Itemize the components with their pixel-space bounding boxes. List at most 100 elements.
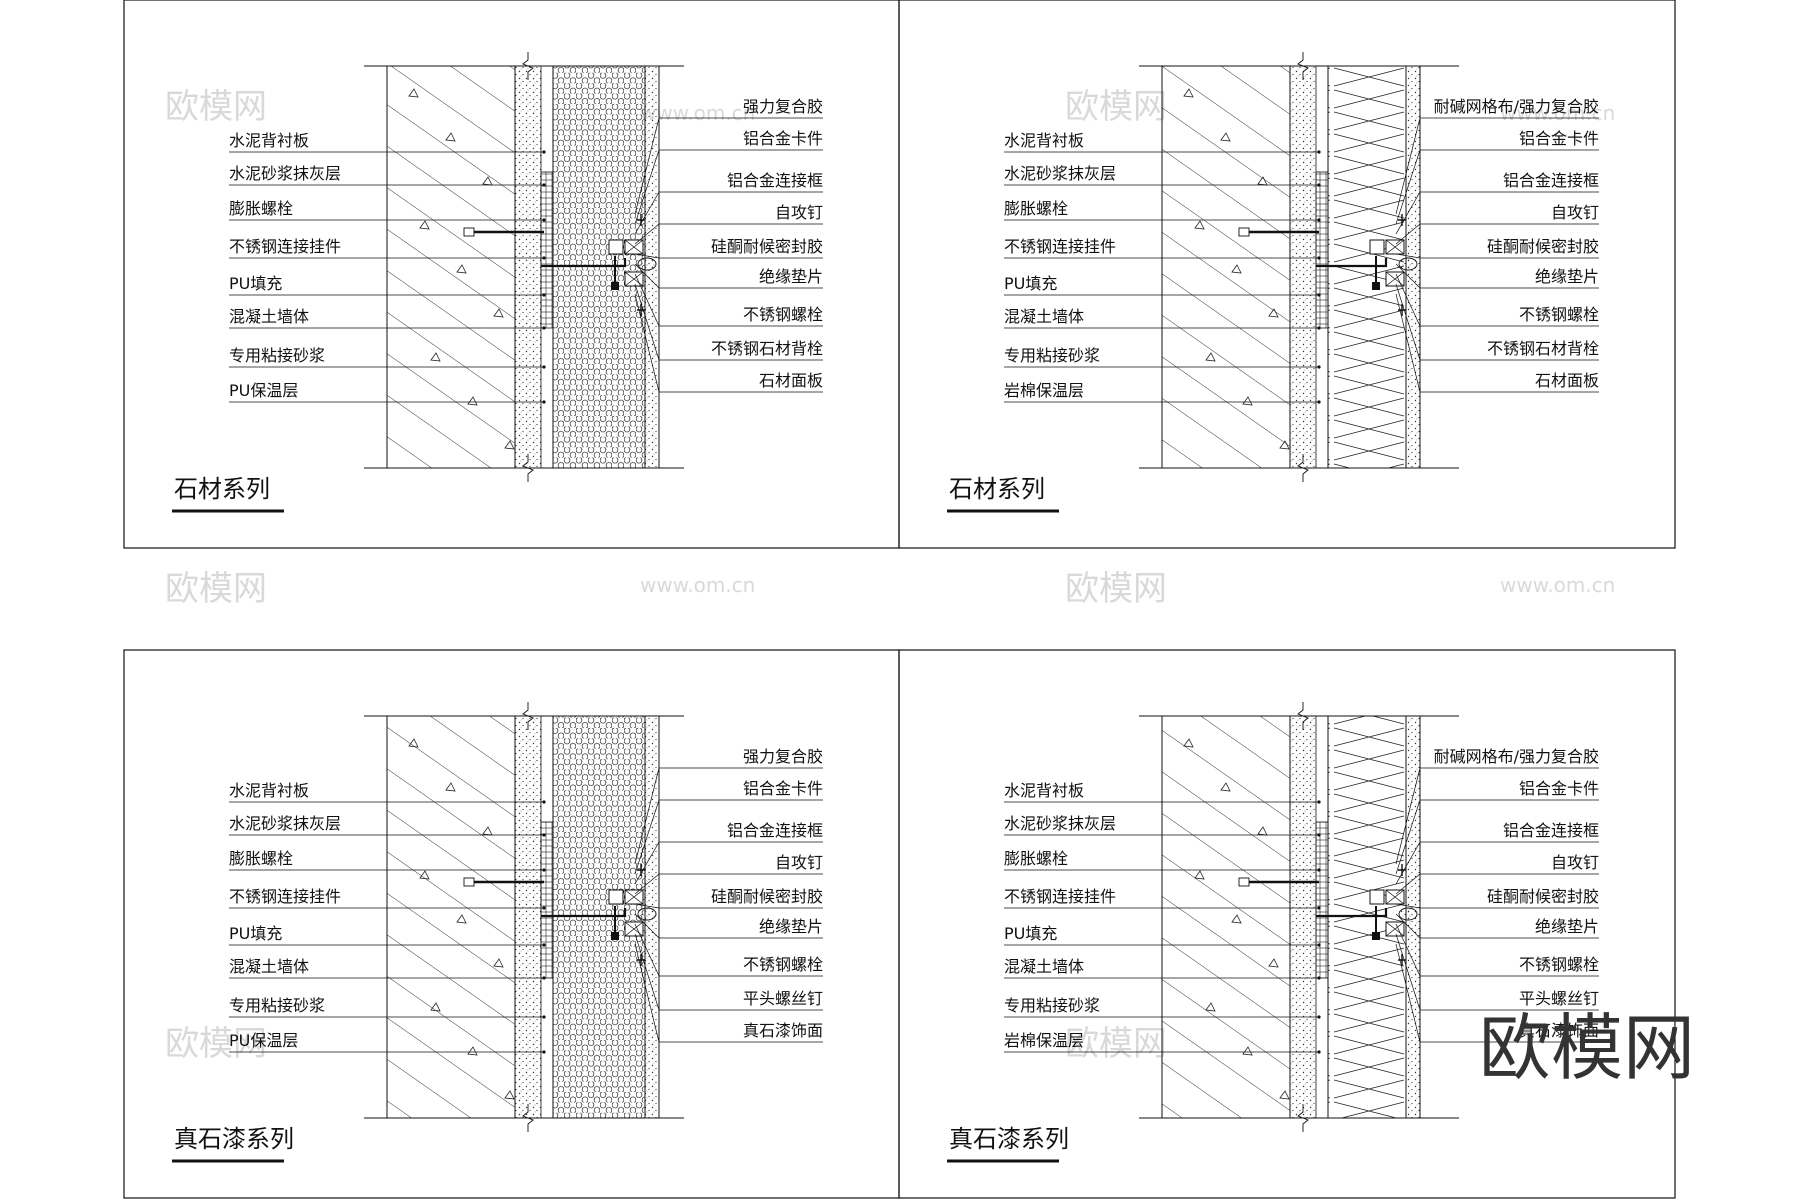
right-label: 硅酮耐候密封胶	[711, 237, 823, 256]
left-label: PU填充	[229, 924, 282, 943]
sealant-bead	[1398, 257, 1418, 271]
right-leader-tail	[1395, 223, 1421, 245]
back-bolt	[637, 954, 645, 966]
leader-dot	[542, 800, 546, 804]
watermark-logo-text: 欧模网	[1065, 87, 1167, 127]
logo-watermark-text: 欧模网	[1479, 1006, 1695, 1090]
leader-dot	[542, 256, 546, 260]
back-bolt	[637, 304, 645, 316]
left-label: PU填充	[1004, 924, 1057, 943]
cement-backing-strip	[540, 171, 554, 329]
watermark-logo-text: 欧模网	[1065, 569, 1167, 609]
right-leader-tail	[1395, 903, 1421, 909]
right-leader-tail	[634, 841, 660, 885]
watermark-url-text: www.om.cn	[1500, 573, 1615, 597]
cement-backing-strip	[540, 821, 554, 979]
right-label: 硅酮耐候密封胶	[711, 887, 823, 906]
leader-dot	[542, 1050, 546, 1054]
leader-dot	[542, 943, 546, 947]
right-label: 不锈钢石材背栓	[711, 339, 823, 358]
right-leader-tail	[1395, 767, 1421, 865]
right-leader-tail	[634, 923, 660, 977]
panel-title: 真石漆系列	[174, 1125, 294, 1153]
right-label: 石材面板	[1535, 371, 1599, 390]
right-label: 耐碱网格布/强力复合胶	[1434, 97, 1599, 116]
leader-dot	[1317, 218, 1321, 222]
cement-backing-strip	[1315, 171, 1329, 329]
right-label: 不锈钢螺栓	[743, 305, 823, 324]
right-leader-tail	[634, 873, 660, 895]
detail-panel-3: 水泥背衬板水泥砂浆抹灰层膨胀螺栓不锈钢连接挂件PU填充混凝土墙体专用粘接砂浆PU…	[123, 649, 900, 1199]
right-label: 耐碱网格布/强力复合胶	[1434, 747, 1599, 766]
left-label: 不锈钢连接挂件	[1004, 887, 1116, 906]
left-label: 水泥砂浆抹灰层	[229, 164, 341, 183]
leader-dot	[1317, 326, 1321, 330]
right-leader-tail	[1395, 191, 1421, 235]
right-label: 自攻钉	[775, 853, 823, 872]
left-label: 混凝土墙体	[229, 307, 309, 326]
left-label: 不锈钢连接挂件	[1004, 237, 1116, 256]
concrete-aggregate	[408, 88, 515, 450]
right-leader-tail	[1395, 253, 1421, 259]
right-leader-tail	[1395, 943, 1421, 1043]
watermark-logo-text: 欧模网	[165, 1024, 267, 1064]
right-label: 铝合金卡件	[743, 129, 823, 148]
right-label: 真石漆饰面	[743, 1021, 823, 1040]
left-label: 水泥砂浆抹灰层	[229, 814, 341, 833]
right-leader-tail	[634, 223, 660, 245]
panel-frame	[898, 0, 1676, 549]
frame-cross	[624, 239, 644, 255]
left-label: 水泥砂浆抹灰层	[1004, 164, 1116, 183]
sealant-bead	[637, 907, 657, 921]
right-label: 硅酮耐候密封胶	[1487, 237, 1599, 256]
leader-dot	[1317, 400, 1321, 404]
right-leader-tail	[634, 903, 660, 909]
right-leader-tail	[634, 943, 660, 1043]
right-leader-tail	[634, 283, 660, 361]
leader-dot	[1317, 943, 1321, 947]
plaster-layer	[1289, 65, 1317, 469]
left-label: 水泥背衬板	[229, 781, 309, 800]
right-leader-tail	[634, 913, 660, 939]
panel-frame	[898, 649, 1676, 1199]
break-mark-top	[522, 52, 534, 80]
right-leader-tail	[634, 263, 660, 289]
right-leader-tail	[634, 799, 660, 875]
leader-dot	[542, 293, 546, 297]
right-label: 平头螺丝钉	[1519, 989, 1599, 1008]
aluminum-clip	[1369, 889, 1385, 905]
watermark-logo-text: 欧模网	[165, 87, 267, 127]
leader-dot	[1317, 833, 1321, 837]
watermark-url-text: www.om.cn	[640, 573, 755, 597]
panel-title: 石材系列	[949, 475, 1045, 503]
left-label: PU填充	[1004, 274, 1057, 293]
right-leader-tail	[1395, 293, 1421, 393]
right-leader-tail	[1395, 873, 1421, 895]
left-label: 水泥背衬板	[229, 131, 309, 150]
right-label: 强力复合胶	[743, 747, 823, 766]
break-mark-bottom	[1297, 1104, 1309, 1132]
panel-title: 真石漆系列	[949, 1125, 1069, 1153]
right-label: 铝合金连接框	[1503, 171, 1599, 190]
leader-dot	[1317, 906, 1321, 910]
right-leader-tail	[634, 767, 660, 865]
right-leader-tail	[634, 191, 660, 235]
break-mark-top	[1297, 52, 1309, 80]
leader-dot	[542, 183, 546, 187]
stainless-connector	[541, 258, 627, 268]
right-label: 铝合金连接框	[727, 171, 823, 190]
left-label: 专用粘接砂浆	[1004, 346, 1100, 365]
left-label: 专用粘接砂浆	[1004, 996, 1100, 1015]
right-leader-tail	[1395, 923, 1421, 977]
right-label: 铝合金卡件	[1519, 129, 1599, 148]
left-label: 膨胀螺栓	[1004, 849, 1068, 868]
back-bolt	[1398, 304, 1406, 316]
left-label: 膨胀螺栓	[229, 849, 293, 868]
right-label: 铝合金连接框	[727, 821, 823, 840]
right-label: 不锈钢螺栓	[743, 955, 823, 974]
leader-dot	[1317, 293, 1321, 297]
left-label: 混凝土墙体	[1004, 307, 1084, 326]
leader-dot	[542, 400, 546, 404]
panel-title: 石材系列	[174, 475, 270, 503]
